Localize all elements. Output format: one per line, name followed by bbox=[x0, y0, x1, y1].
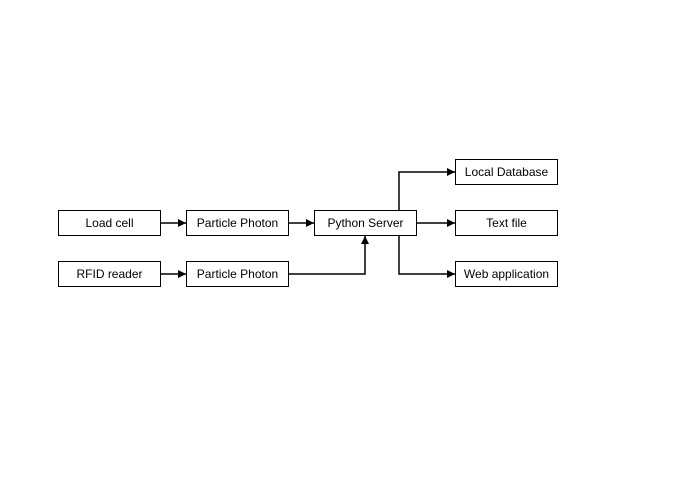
node-rfid-reader: RFID reader bbox=[58, 261, 161, 287]
node-particle-photon-2: Particle Photon bbox=[186, 261, 289, 287]
node-local-database-label: Local Database bbox=[464, 165, 549, 179]
node-particle-photon-2-label: Particle Photon bbox=[196, 267, 279, 281]
node-load-cell: Load cell bbox=[58, 210, 161, 236]
node-python-server-label: Python Server bbox=[327, 216, 404, 230]
node-load-cell-label: Load cell bbox=[85, 216, 134, 230]
node-rfid-reader-label: RFID reader bbox=[76, 267, 143, 281]
node-particle-photon-1: Particle Photon bbox=[186, 210, 289, 236]
node-web-application: Web application bbox=[455, 261, 558, 287]
edge-photon-2-to-server bbox=[289, 236, 369, 275]
edge-server-to-web-app bbox=[398, 236, 455, 278]
edge-server-to-local-db bbox=[398, 168, 455, 210]
node-local-database: Local Database bbox=[455, 159, 558, 185]
node-text-file: Text file bbox=[455, 210, 558, 236]
node-web-application-label: Web application bbox=[463, 267, 550, 281]
node-text-file-label: Text file bbox=[486, 216, 527, 230]
node-python-server: Python Server bbox=[314, 210, 417, 236]
node-particle-photon-1-label: Particle Photon bbox=[196, 216, 279, 230]
